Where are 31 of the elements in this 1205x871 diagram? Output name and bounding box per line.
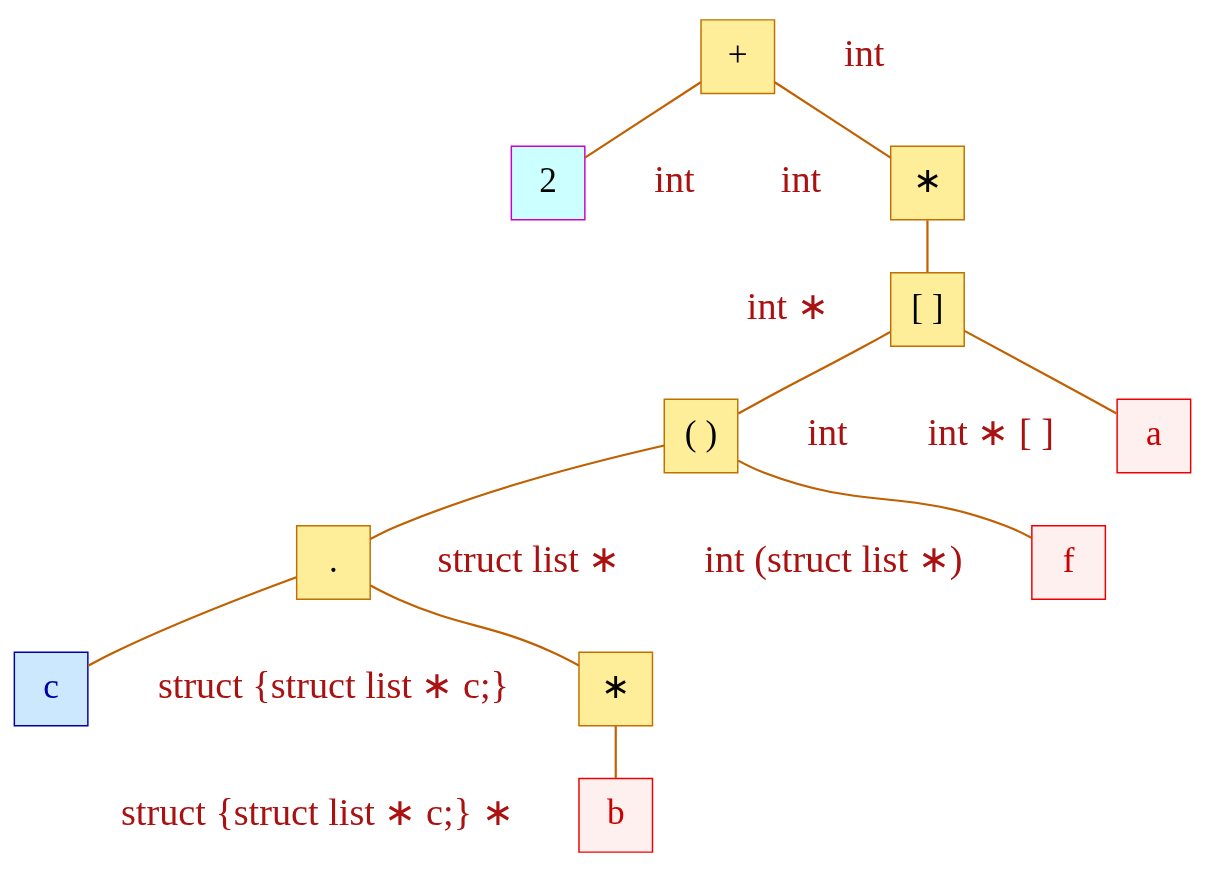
connector xyxy=(926,219,929,272)
connector xyxy=(369,443,665,540)
node-label: struct {struct list ∗ c;} ∗ xyxy=(120,790,514,833)
node-label: int xyxy=(844,31,885,74)
node-label: int (struct list ∗) xyxy=(704,537,963,580)
node-box: [ ] xyxy=(889,271,965,347)
node-label: struct list ∗ xyxy=(437,537,621,580)
connector xyxy=(737,459,1032,539)
node-label: int ∗ [ ] xyxy=(927,410,1054,453)
node-box: b xyxy=(578,777,654,853)
connector xyxy=(614,725,617,778)
connector xyxy=(370,584,580,666)
node-box: c xyxy=(13,650,89,726)
node-box: + xyxy=(700,18,776,94)
node-label: int xyxy=(780,157,822,200)
connector xyxy=(87,575,297,667)
node-label: int xyxy=(654,157,695,200)
node-label: int ∗ xyxy=(746,284,829,327)
connector xyxy=(584,80,702,158)
node-box: ∗ xyxy=(578,650,654,726)
node-box: f xyxy=(1031,524,1107,600)
node-box: ∗ xyxy=(889,145,965,221)
node-label: struct {struct list ∗ c;} xyxy=(157,663,509,706)
connector xyxy=(963,329,1118,414)
node-box: 2 xyxy=(510,145,586,221)
node-box: a xyxy=(1116,398,1192,473)
connector xyxy=(774,80,892,158)
connector xyxy=(737,330,891,414)
node-label: int xyxy=(807,410,848,453)
node-box: ( ) xyxy=(663,398,739,473)
node-box: . xyxy=(295,524,371,600)
